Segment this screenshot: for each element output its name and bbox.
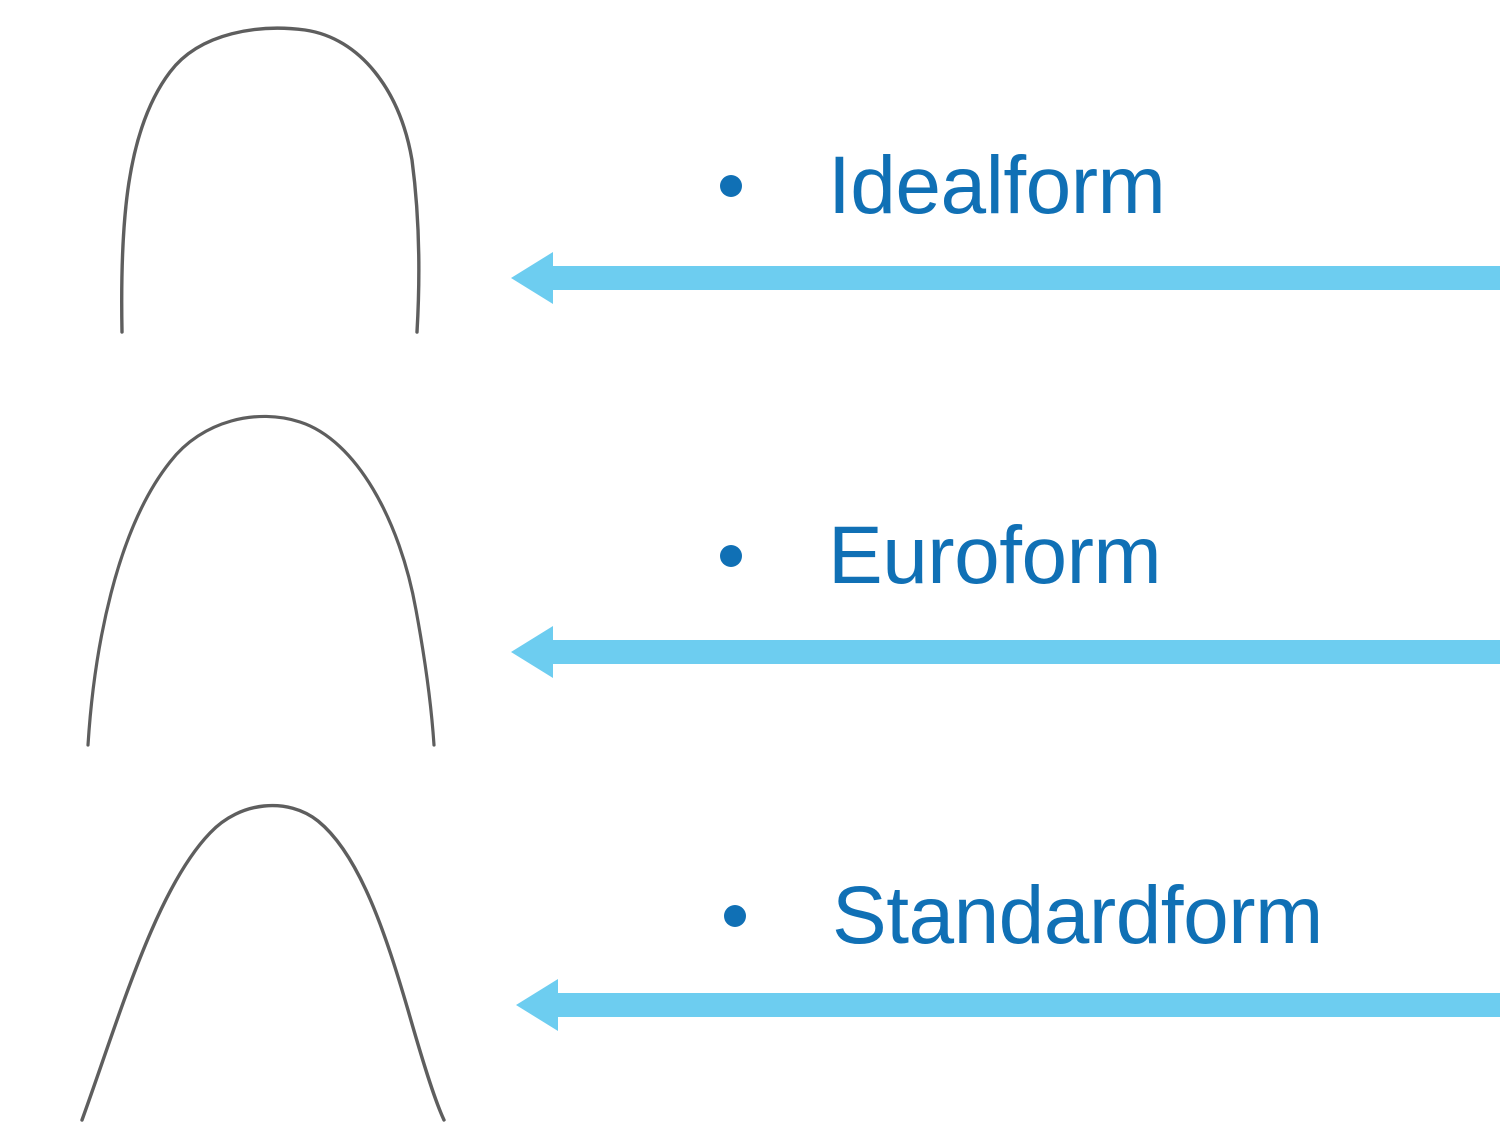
bullet-dot-icon [724,905,746,927]
arrow-left-icon-standardform [510,975,1500,1035]
dental-arch-idealform-icon [60,10,480,340]
list-item-standardform: Standardform [724,875,1323,957]
list-item-idealform: Idealform [720,140,1166,231]
list-item-label-standardform: Standardform [832,870,1323,961]
arrow-left-icon-euroform [505,622,1500,682]
dental-arch-standardform-icon [60,785,480,1125]
list-item-label-idealform: Idealform [828,140,1166,231]
list-item-label-euroform: Euroform [828,510,1162,601]
dental-arch-euroform-icon [60,400,480,750]
bullet-dot-icon [720,175,742,197]
list-item-euroform: Euroform [720,510,1162,601]
bullet-dot-icon [720,545,742,567]
arrow-left-icon-idealform [505,248,1500,308]
